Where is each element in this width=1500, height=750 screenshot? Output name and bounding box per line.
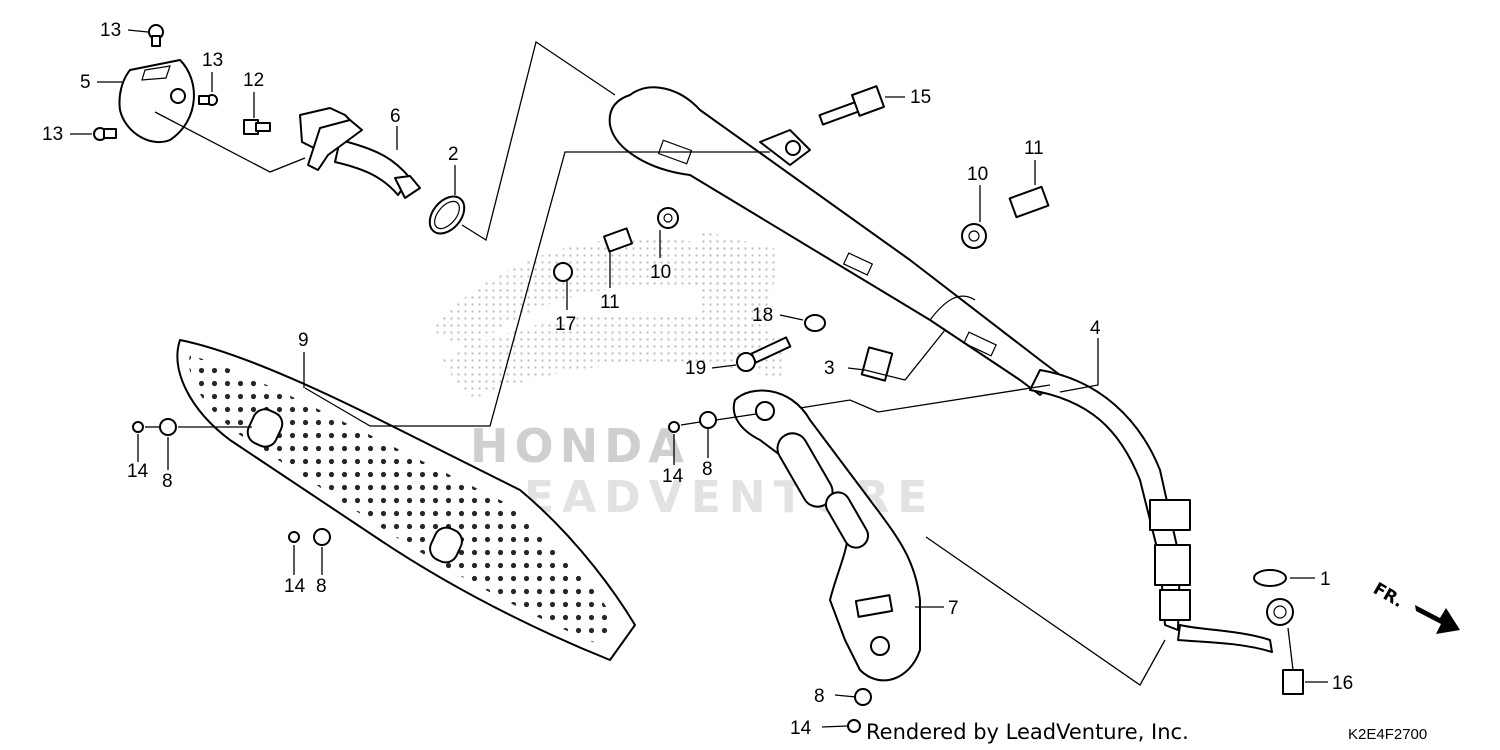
callout-8: 8 [702,459,713,480]
rubber-3 [860,346,894,382]
callout-6: 6 [390,106,401,127]
washer-14-d [847,719,861,733]
callout-13: 13 [202,50,223,71]
nut-8-c [699,411,717,429]
callout-1: 1 [1320,569,1331,590]
direction-label: FR. [1370,579,1407,612]
flange-16 [1266,598,1294,626]
callout-11: 11 [600,292,620,313]
part-4-exhaust-pipe [1029,369,1273,653]
diagram-code: K2E4F2700 [1348,726,1427,743]
callout-12: 12 [243,70,264,91]
nut-16 [1282,669,1304,695]
callout-16: 16 [1332,673,1353,694]
part-5-end-cap [118,59,195,143]
muffler-body [608,86,1061,396]
callout-2: 2 [448,144,459,165]
callout-14: 14 [127,461,149,482]
screw-13-left [93,127,117,141]
part-9-heat-guard [176,339,636,661]
callout-5: 5 [80,72,91,93]
callout-11: 11 [1024,138,1044,159]
bolt-19 [736,336,792,372]
callout-10: 10 [650,262,671,283]
callout-9: 9 [298,330,309,351]
rendered-by-caption: Rendered by LeadVenture, Inc. [866,720,1189,744]
callout-8: 8 [316,576,327,597]
grommet-10-right [961,223,987,249]
part-2-gasket [428,195,466,235]
callout-14: 14 [284,576,306,597]
callout-7: 7 [948,598,959,619]
front-direction-indicator: FR. [1370,579,1460,634]
nut-8-a [159,418,177,436]
callout-8: 8 [814,686,825,707]
washer-14-b [288,531,300,543]
leader-lines [70,29,1328,728]
nut-8-d [854,688,872,706]
part-7-heat-shield [732,389,921,682]
nut-8-b [313,528,331,546]
part-6-pipe [299,107,421,199]
arrow-icon [1415,605,1460,634]
screw-13-right [198,94,218,106]
screw-13-top [148,24,164,47]
watermark-brand: HONDA [470,419,690,473]
callout-10: 10 [967,164,988,185]
callout-14: 14 [662,466,684,487]
callout-17: 17 [555,314,576,335]
callout-13: 13 [100,20,121,41]
bolt-12 [243,119,271,135]
callout-labels: 13 13 13 5 12 6 2 15 11 10 10 11 17 18 1… [42,20,1353,739]
collar-11-left [602,227,634,253]
collar-11-right [1008,185,1050,219]
gasket-1 [1253,569,1287,587]
callout-19: 19 [685,358,706,379]
bolt-15 [818,85,885,126]
callout-8: 8 [162,471,173,492]
nut-17 [553,262,573,282]
callout-15: 15 [910,87,931,108]
callout-13: 13 [42,124,63,145]
callout-18: 18 [752,305,773,326]
washer-14-c [668,421,680,433]
washer-14-a [132,421,144,433]
callout-3: 3 [824,358,835,379]
grommet-10-left [657,207,679,229]
callout-14: 14 [790,718,812,739]
callout-4: 4 [1090,318,1101,339]
washer-18 [804,314,826,332]
